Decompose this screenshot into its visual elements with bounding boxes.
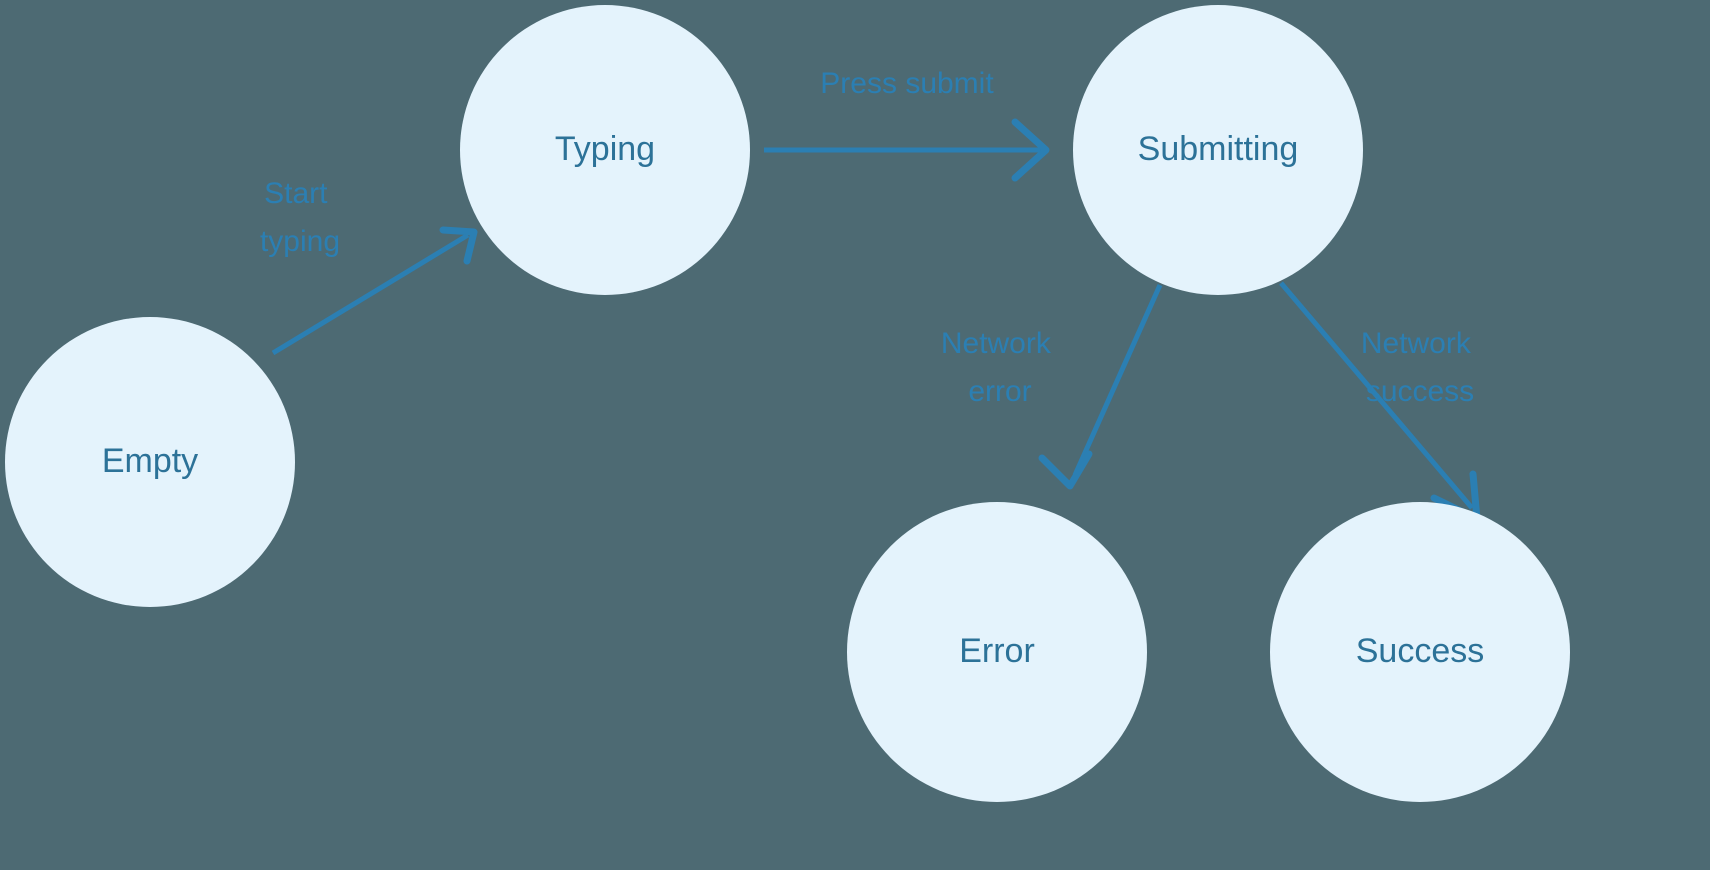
edge-line-empty-to-typing (271, 232, 470, 356)
edge-label-submitting-to-success: Network success (1361, 327, 1479, 408)
edge-typing-to-submitting[interactable] (764, 118, 1050, 182)
node-label-typing: Typing (555, 130, 655, 168)
node-label-error: Error (959, 632, 1035, 670)
node-typing[interactable]: Typing (460, 5, 750, 295)
edge-label-line: typing (260, 225, 340, 258)
edge-label-line: Network (1361, 327, 1472, 360)
node-success[interactable]: Success (1270, 502, 1570, 802)
edge-label-typing-to-submitting: Press submit (820, 67, 994, 100)
node-circle-success (1270, 502, 1570, 802)
node-submitting[interactable]: Submitting (1073, 5, 1363, 295)
edge-label-line: Press submit (820, 67, 994, 100)
edge-label-line: success (1366, 375, 1474, 408)
node-circle-submitting (1073, 5, 1363, 295)
arrowhead-empty-to-typing (439, 226, 478, 265)
node-circle-error (847, 502, 1147, 802)
node-label-success: Success (1356, 632, 1485, 670)
edge-label-submitting-to-error: Network error (941, 327, 1059, 408)
node-label-submitting: Submitting (1138, 130, 1299, 168)
edge-line-submitting-to-error (1072, 283, 1163, 477)
edge-empty-to-typing[interactable] (271, 226, 478, 356)
edge-line-submitting-to-success (1279, 281, 1474, 510)
node-label-empty: Empty (102, 442, 198, 480)
node-circle-empty (5, 317, 295, 607)
edge-submitting-to-error[interactable] (1038, 283, 1163, 490)
arrowhead-submitting-to-error (1038, 450, 1093, 490)
edge-label-line: Network (941, 327, 1052, 360)
edge-label-line: Start (264, 177, 328, 210)
node-circle-typing (460, 5, 750, 295)
edge-label-empty-to-typing: Start typing (260, 177, 340, 258)
node-empty[interactable]: Empty (5, 317, 295, 607)
edge-label-line: error (968, 375, 1031, 408)
arrowhead-typing-to-submitting (1011, 118, 1050, 182)
node-error[interactable]: Error (847, 502, 1147, 802)
